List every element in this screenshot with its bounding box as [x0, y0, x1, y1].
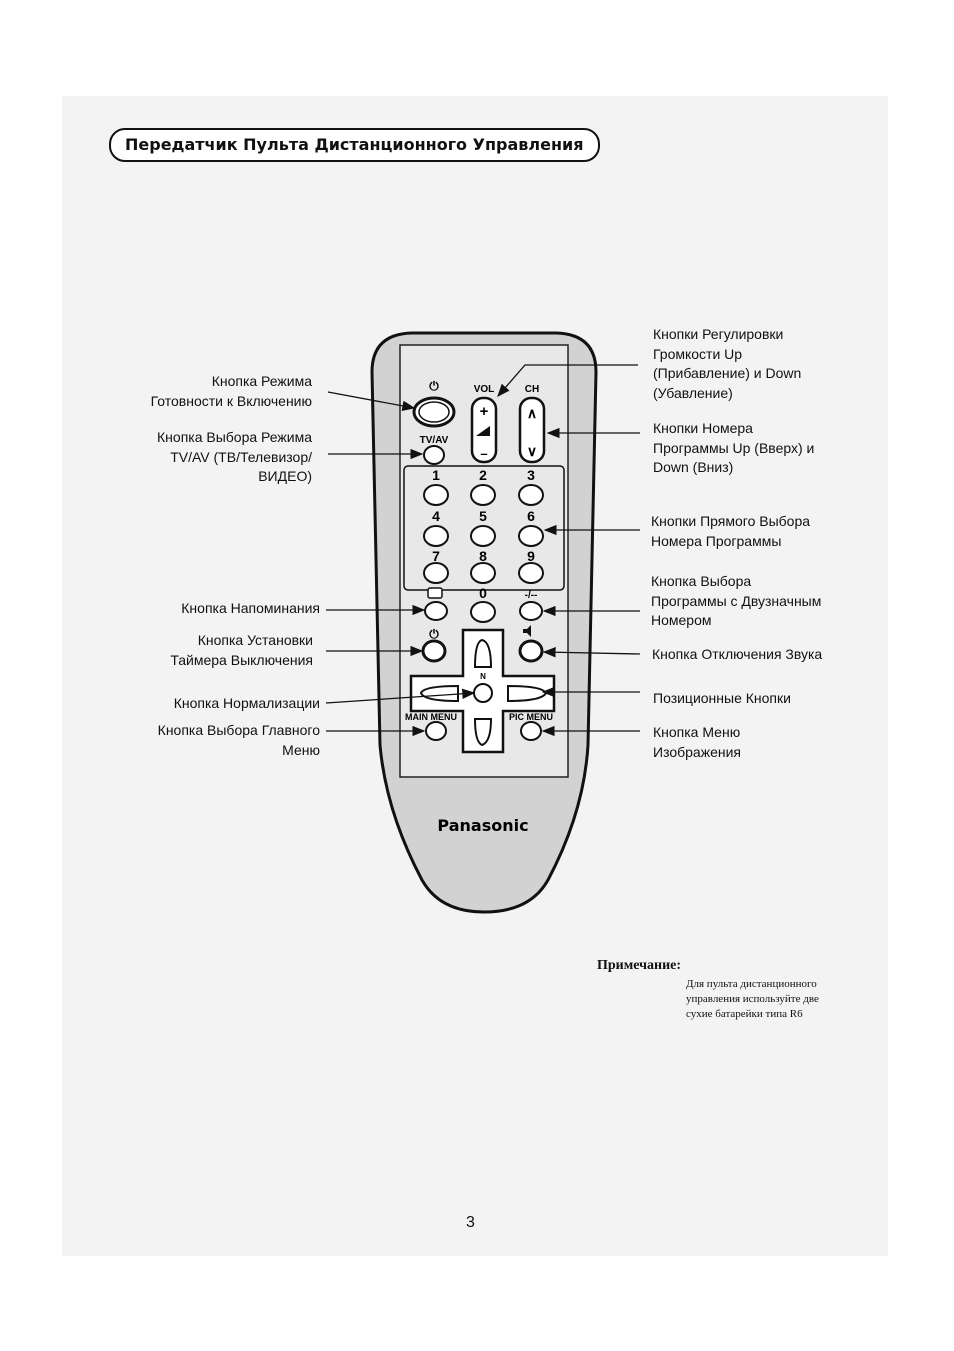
leader-volume [497, 364, 638, 397]
tvav-button[interactable] [423, 445, 445, 465]
page-title: Передатчик Пульта Дистанционного Управле… [109, 128, 600, 162]
two-digit-button[interactable] [519, 601, 543, 621]
main-menu-button[interactable] [425, 721, 447, 741]
digit-7-button[interactable] [423, 562, 449, 584]
vol-plus: + [480, 403, 489, 420]
label-mute: Кнопка Отключения Звука [652, 646, 823, 662]
position-up-button[interactable] [473, 638, 493, 668]
digit-0-button[interactable] [470, 601, 496, 623]
digit-5-button[interactable] [470, 525, 496, 547]
digit-8-label: 8 [479, 548, 487, 564]
vol-rocker[interactable] [470, 396, 498, 464]
position-left-button[interactable] [419, 684, 459, 703]
leader-standby [327, 391, 416, 411]
label-program: Кнопки Номера Программы Up (Вверх) и Dow… [653, 420, 815, 475]
label-main-menu: Кнопка Выбора Главного Меню [157, 722, 320, 758]
digit-5-label: 5 [479, 508, 487, 524]
power-button-inner [418, 401, 450, 423]
label-off-timer: Кнопка Установки Таймера Выключения [170, 632, 313, 668]
digit-4-button[interactable] [423, 525, 449, 547]
leader-normalize [325, 688, 476, 704]
digit-keys: 1 2 3 4 5 6 7 8 9 0 [423, 467, 544, 623]
off-timer-button[interactable] [421, 639, 447, 663]
mute-icon [523, 625, 531, 637]
label-tvav: Кнопка Выбора Режима TV/AV (ТВ/Телевизор… [157, 429, 312, 484]
digit-4-label: 4 [432, 508, 440, 524]
off-timer-icon: ⏻ [429, 627, 439, 641]
ch-rocker[interactable] [518, 396, 546, 464]
digit-2-label: 2 [479, 467, 487, 483]
digit-9-label: 9 [527, 548, 535, 564]
n-label: N [480, 672, 486, 681]
recall-button[interactable] [424, 601, 448, 621]
volume-wedge-icon [476, 426, 490, 436]
note-heading: Примечание: [597, 958, 682, 973]
ch-up: ∧ [527, 405, 537, 421]
label-recall: Кнопка Напоминания [181, 600, 320, 616]
digit-9-button[interactable] [518, 562, 544, 584]
digit-8-button[interactable] [470, 562, 496, 584]
recall-icon [427, 587, 443, 599]
digit-2-button[interactable] [470, 484, 496, 506]
digit-3-label: 3 [527, 467, 535, 483]
keypad-frame [403, 465, 565, 591]
main-menu-label: MAIN MENU [405, 712, 457, 722]
vol-label: VOL [474, 384, 495, 395]
leader-mute [542, 647, 641, 658]
label-direct-select: Кнопки Прямого Выбора Номера Программы [651, 513, 811, 549]
digit-6-label: 6 [527, 508, 535, 524]
power-symbol: ⏻ [429, 379, 439, 393]
digit-3-button[interactable] [518, 484, 544, 506]
digit-1-button[interactable] [423, 484, 449, 506]
mute-button[interactable] [518, 639, 544, 663]
vol-minus: – [480, 446, 487, 461]
label-volume: Кнопки Регулировки Громкости Up (Прибавл… [653, 326, 802, 401]
brand-logo: Panasonic [437, 816, 528, 835]
digit-0-label: 0 [479, 585, 487, 601]
ch-label: CH [525, 384, 539, 395]
label-standby: Кнопка Режима Готовности к Включению [150, 373, 312, 409]
ch-down: ∨ [527, 443, 537, 459]
label-position: Позиционные Кнопки [653, 690, 791, 706]
position-down-button[interactable] [473, 718, 493, 747]
tvav-label: TV/AV [420, 435, 449, 446]
note-body: Для пульта дистанционного управления исп… [686, 978, 819, 1020]
label-normalize: Кнопка Нормализации [173, 695, 320, 711]
digit-7-label: 7 [432, 548, 440, 564]
label-pic-menu: Кнопка Меню Изображения [653, 724, 741, 760]
two-digit-label: -/-- [525, 590, 538, 601]
normalize-button[interactable] [473, 683, 493, 703]
page-number: 3 [466, 1214, 475, 1231]
label-two-digit: Кнопка Выбора Программы с Двузначным Ном… [651, 573, 822, 628]
pic-menu-button[interactable] [520, 721, 542, 741]
digit-6-button[interactable] [518, 525, 544, 547]
digit-1-label: 1 [432, 467, 440, 483]
pic-menu-label: PIC MENU [509, 712, 553, 722]
